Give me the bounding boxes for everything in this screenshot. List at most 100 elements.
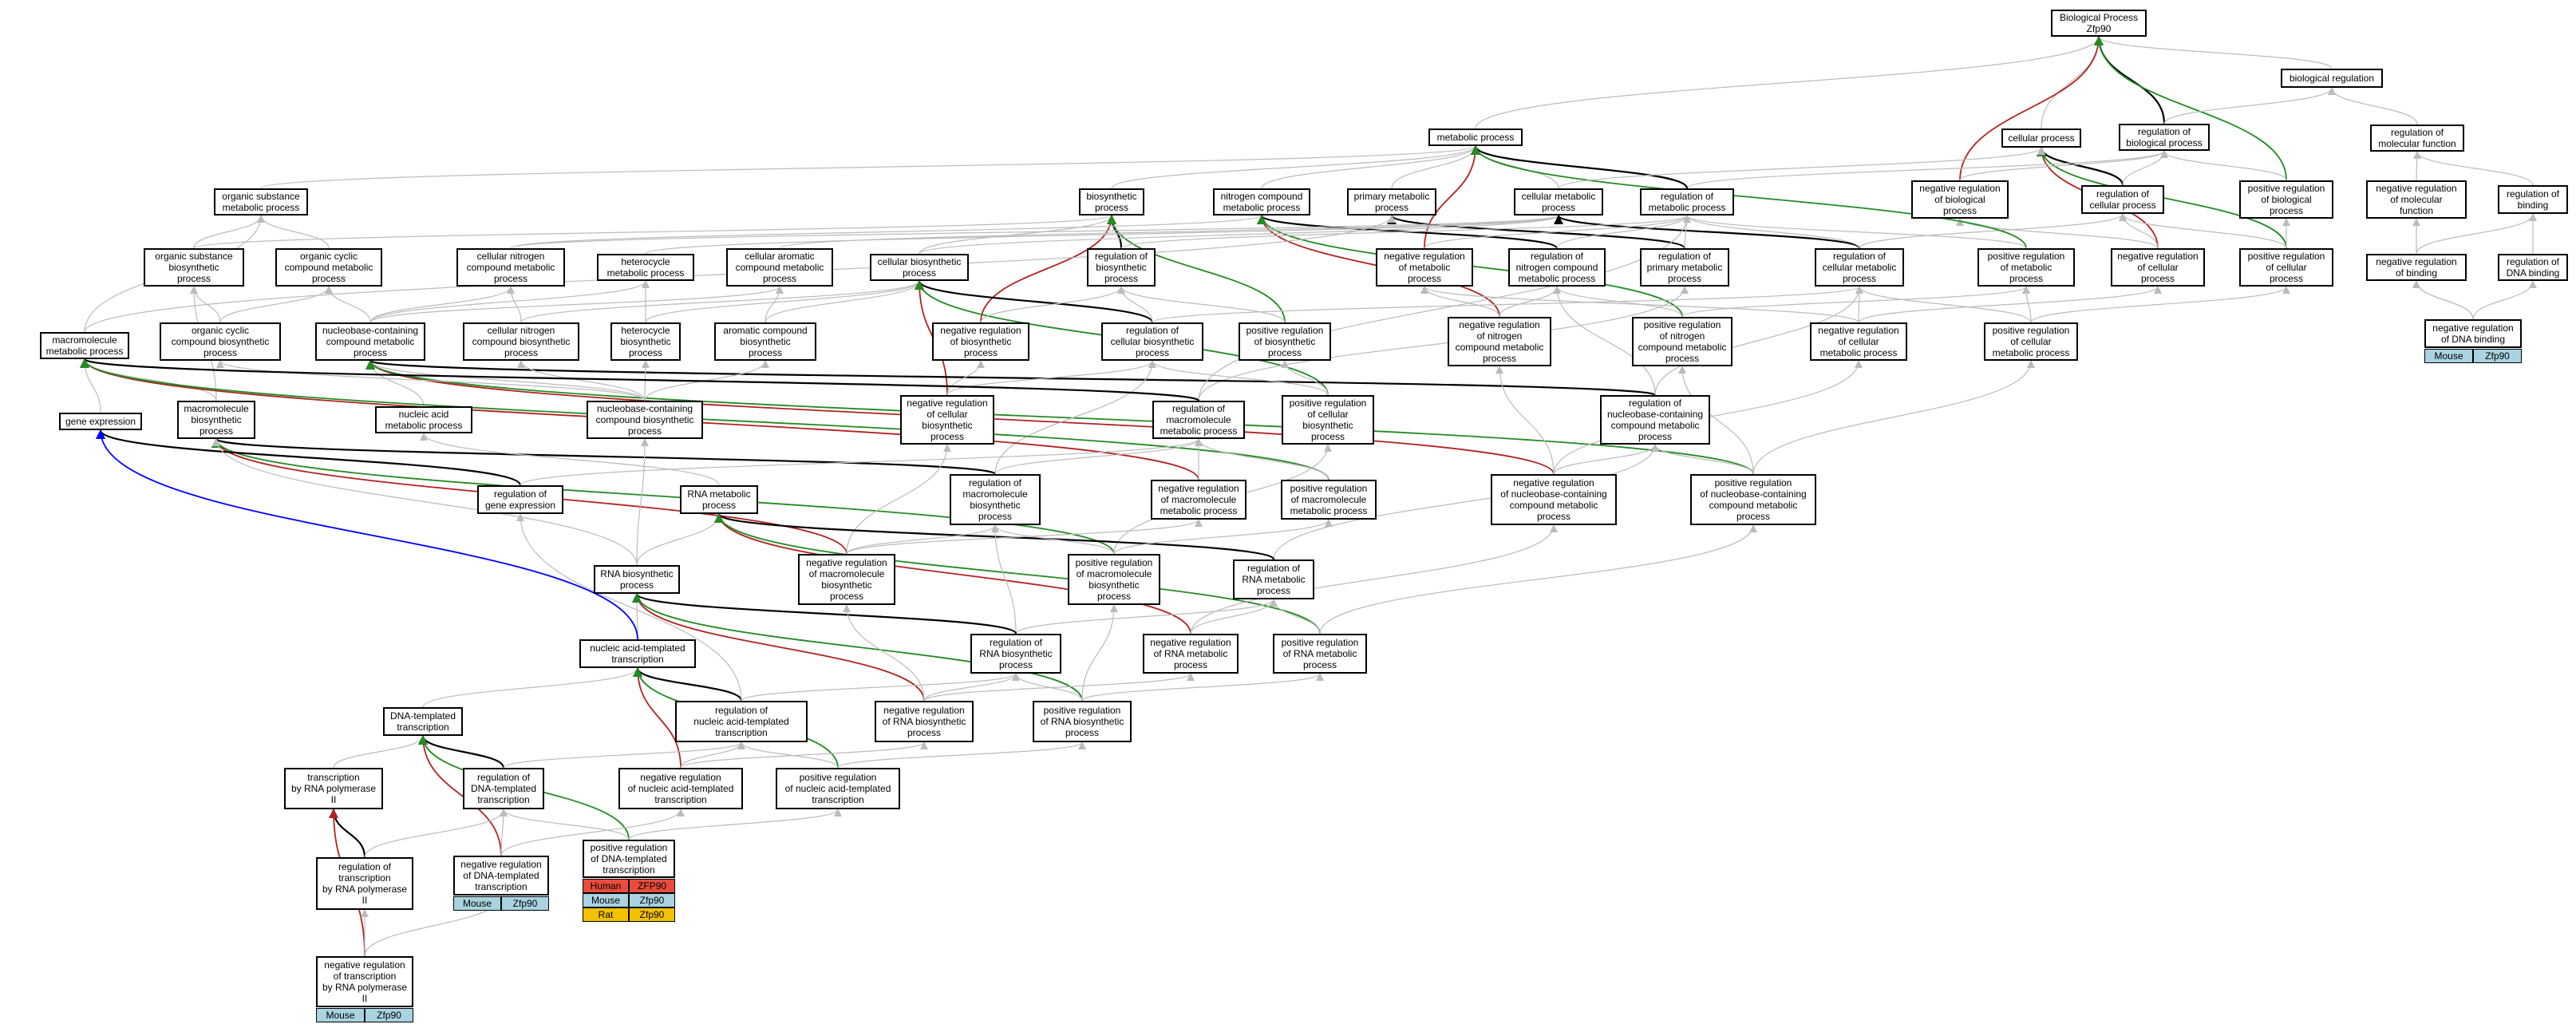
edge-negregdnatx-to-dnatx — [418, 735, 502, 856]
node-label: negative regulation of biological proces… — [1919, 183, 2001, 216]
node-root[interactable]: Biological Process Zfp90 — [2051, 10, 2147, 37]
node-macromolecule-biosynthetic-process[interactable]: macromolecule biosynthetic process — [177, 401, 255, 439]
node-regulation-of-dna-templated-transcription[interactable]: regulation of DNA-templated transcriptio… — [463, 768, 544, 809]
node-heterocycle-metabolic-process[interactable]: heterocycle metabolic process — [597, 254, 694, 281]
node-negative-regulation-of-molecular-function[interactable]: negative regulation of molecular functio… — [2366, 180, 2467, 219]
node-negative-regulation-of-dna-binding[interactable]: negative regulation of DNA binding — [2424, 319, 2522, 348]
node-negative-regulation-of-macromolecule-metabolic-process[interactable]: negative regulation of macromolecule met… — [1151, 480, 1247, 520]
node-negative-regulation-of-cellular-biosynthetic-process[interactable]: negative regulation of cellular biosynth… — [900, 395, 994, 445]
node-cellular-nitrogen-compound-metabolic-process[interactable]: cellular nitrogen compound metabolic pro… — [456, 248, 565, 287]
node-regulation-of-metabolic-process[interactable]: regulation of metabolic process — [1640, 188, 1734, 215]
node-regulation-of-cellular-process[interactable]: regulation of cellular process — [2081, 185, 2164, 214]
node-negative-regulation-of-rna-metabolic-process[interactable]: negative regulation of RNA metabolic pro… — [1143, 634, 1239, 674]
node-nucleic-acid-metabolic-process[interactable]: nucleic acid metabolic process — [375, 406, 472, 433]
node-organic-substance-biosynthetic-process[interactable]: organic substance biosynthetic process — [144, 248, 244, 287]
node-negative-regulation-of-biological-process[interactable]: negative regulation of biological proces… — [1911, 180, 2009, 219]
node-positive-regulation-of-dna-templated-transcription[interactable]: positive regulation of DNA-templated tra… — [583, 840, 675, 878]
node-primary-metabolic-process[interactable]: primary metabolic process — [1347, 188, 1436, 215]
edge-regmacrobio-to-macrobio — [211, 437, 997, 476]
node-biosynthetic-process[interactable]: biosynthetic process — [1079, 188, 1144, 215]
edge-regnuctx-to-regrnabio — [741, 673, 1020, 702]
species-cell: Mouse — [583, 893, 629, 907]
node-organic-cyclic-compound-metabolic-process[interactable]: organic cyclic compound metabolic proces… — [275, 248, 382, 287]
edge-regnuc-to-regcellmet — [1654, 286, 1863, 396]
node-nitrogen-compound-metabolic-process[interactable]: nitrogen compound metabolic process — [1213, 188, 1310, 215]
edge-negregmolfn-to-regmolfn — [2412, 151, 2421, 181]
species-cell: Mouse — [2424, 349, 2473, 363]
node-positive-regulation-of-rna-biosynthetic-process[interactable]: positive regulation of RNA biosynthetic … — [1033, 701, 1132, 742]
node-macromolecule-metabolic-process[interactable]: macromolecule metabolic process — [40, 332, 129, 359]
node-regulation-of-primary-metabolic-process[interactable]: regulation of primary metabolic process — [1640, 248, 1729, 287]
node-negative-regulation-of-biosynthetic-process[interactable]: negative regulation of biosynthetic proc… — [932, 322, 1029, 361]
node-dna-templated-transcription[interactable]: DNA-templated transcription — [383, 707, 463, 736]
node-negative-regulation-of-nitrogen-compound-metabolic-process[interactable]: negative regulation of nitrogen compound… — [1448, 317, 1551, 366]
node-positive-regulation-of-macromolecule-metabolic-process[interactable]: positive regulation of macromolecule met… — [1281, 480, 1377, 520]
node-positive-regulation-of-biological-process[interactable]: positive regulation of biological proces… — [2239, 180, 2333, 219]
node-regulation-of-biological-process[interactable]: regulation of biological process — [2119, 124, 2210, 151]
edge-posregrnabio-to-posregrnamet — [1081, 673, 1324, 702]
node-nucleic-acid-templated-transcription[interactable]: nucleic acid-templated transcription — [579, 639, 696, 668]
edge-arombio-to-cellbiosyn — [765, 280, 923, 323]
node-regulation-of-nucleic-acid-templated-transcription[interactable]: regulation of nucleic acid-templated tra… — [675, 701, 808, 742]
node-positive-regulation-of-cellular-process[interactable]: positive regulation of cellular process — [2239, 248, 2333, 287]
edge-hetbio-to-cellbiosyn — [645, 280, 923, 323]
node-regulation-of-dna-binding[interactable]: regulation of DNA binding — [2498, 254, 2568, 281]
node-regulation-of-rna-biosynthetic-process[interactable]: regulation of RNA biosynthetic process — [970, 634, 1061, 674]
node-positive-regulation-of-macromolecule-biosynthetic-process[interactable]: positive regulation of macromolecule bio… — [1068, 554, 1160, 605]
node-cellular-metabolic-process[interactable]: cellular metabolic process — [1514, 188, 1603, 215]
node-regulation-of-gene-expression[interactable]: regulation of gene expression — [477, 485, 563, 514]
node-nucleobase-containing-compound-metabolic-process[interactable]: nucleobase-containing compound metabolic… — [315, 322, 425, 361]
node-negative-regulation-of-cellular-process[interactable]: negative regulation of cellular process — [2111, 248, 2205, 287]
node-organic-substance-metabolic-process[interactable]: organic substance metabolic process — [214, 188, 308, 215]
node-negative-regulation-of-cellular-metabolic-process[interactable]: negative regulation of cellular metaboli… — [1810, 322, 1907, 361]
edge-posregrnamet-to-regrnamet — [1270, 599, 1321, 635]
node-label: regulation of nucleobase-containing comp… — [1606, 397, 1704, 442]
node-regulation-of-transcription-by-rna-polymerase-ii[interactable]: regulation of transcription by RNA polym… — [316, 857, 413, 910]
node-regulation-of-molecular-function[interactable]: regulation of molecular function — [2370, 125, 2464, 152]
node-label: negative regulation of cellular process — [2117, 251, 2199, 284]
node-positive-regulation-of-nucleobase-containing-compound-metabolic-process[interactable]: positive regulation of nucleobase-contai… — [1690, 474, 1816, 525]
node-regulation-of-nitrogen-compound-metabolic-process[interactable]: regulation of nitrogen compound metaboli… — [1508, 248, 1606, 287]
node-positive-regulation-of-biosynthetic-process[interactable]: positive regulation of biosynthetic proc… — [1239, 322, 1331, 361]
node-gene-expression[interactable]: gene expression — [59, 413, 142, 430]
node-transcription-by-rna-polymerase-ii[interactable]: transcription by RNA polymerase II — [284, 768, 383, 809]
edge-cellnit-to-nitrog — [510, 215, 1266, 249]
node-regulation-of-binding[interactable]: regulation of binding — [2498, 185, 2568, 214]
node-negative-regulation-of-transcription-by-rna-polymerase-ii[interactable]: negative regulation of transcription by … — [316, 956, 413, 1007]
node-cellular-aromatic-compound-metabolic-process[interactable]: cellular aromatic compound metabolic pro… — [726, 248, 833, 287]
node-cellular-process[interactable]: cellular process — [2001, 129, 2081, 148]
node-positive-regulation-of-rna-metabolic-process[interactable]: positive regulation of RNA metabolic pro… — [1273, 634, 1367, 674]
node-rna-biosynthetic-process[interactable]: RNA biosynthetic process — [594, 565, 680, 594]
node-organic-cyclic-compound-biosynthetic-process[interactable]: organic cyclic compound biosynthetic pro… — [160, 322, 281, 361]
node-regulation-of-macromolecule-biosynthetic-process[interactable]: regulation of macromolecule biosynthetic… — [950, 474, 1041, 525]
node-negative-regulation-of-nucleobase-containing-compound-metabolic-process[interactable]: negative regulation of nucleobase-contai… — [1491, 474, 1617, 525]
node-regulation-of-rna-metabolic-process[interactable]: regulation of RNA metabolic process — [1233, 559, 1314, 599]
node-negative-regulation-of-metabolic-process[interactable]: negative regulation of metabolic process — [1376, 248, 1473, 287]
node-regulation-of-macromolecule-metabolic-process[interactable]: regulation of macromolecule metabolic pr… — [1152, 401, 1245, 439]
node-cellular-nitrogen-compound-biosynthetic-process[interactable]: cellular nitrogen compound biosynthetic … — [463, 322, 579, 361]
edge-posregnuc-to-posregcellmet — [1752, 360, 2035, 475]
node-negative-regulation-of-dna-templated-transcription[interactable]: negative regulation of DNA-templated tra… — [453, 856, 549, 896]
node-rna-metabolic-process[interactable]: RNA metabolic process — [680, 485, 758, 514]
node-positive-regulation-of-cellular-metabolic-process[interactable]: positive regulation of cellular metaboli… — [1984, 322, 2078, 361]
node-negative-regulation-of-rna-biosynthetic-process[interactable]: negative regulation of RNA biosynthetic … — [875, 701, 974, 742]
node-metabolic-process[interactable]: metabolic process — [1428, 129, 1523, 146]
node-aromatic-compound-biosynthetic-process[interactable]: aromatic compound biosynthetic process — [714, 322, 816, 361]
node-negative-regulation-of-nucleic-acid-templated-transcription[interactable]: negative regulation of nucleic acid-temp… — [618, 768, 743, 809]
node-heterocycle-biosynthetic-process[interactable]: heterocycle biosynthetic process — [610, 322, 681, 361]
edge-negregdnatx-to-regdnatx — [499, 809, 508, 856]
node-negative-regulation-of-macromolecule-biosynthetic-process[interactable]: negative regulation of macromolecule bio… — [798, 554, 895, 605]
node-positive-regulation-of-metabolic-process[interactable]: positive regulation of metabolic process — [1977, 248, 2075, 287]
node-cellular-biosynthetic-process[interactable]: cellular biosynthetic process — [870, 254, 969, 281]
node-negative-regulation-of-binding[interactable]: negative regulation of binding — [2366, 254, 2467, 281]
edge-regtxpol2-to-regdnatx — [364, 809, 508, 858]
node-regulation-of-cellular-biosynthetic-process[interactable]: regulation of cellular biosynthetic proc… — [1101, 322, 1203, 361]
node-regulation-of-biosynthetic-process[interactable]: regulation of biosynthetic process — [1087, 248, 1156, 287]
node-positive-regulation-of-nucleic-acid-templated-transcription[interactable]: positive regulation of nucleic acid-temp… — [776, 768, 900, 809]
node-regulation-of-nucleobase-containing-compound-metabolic-process[interactable]: regulation of nucleobase-containing comp… — [1600, 395, 1710, 445]
node-nucleobase-containing-compound-biosynthetic-process[interactable]: nucleobase-containing compound biosynthe… — [587, 401, 703, 439]
node-regulation-of-cellular-metabolic-process[interactable]: regulation of cellular metabolic process — [1815, 248, 1904, 287]
node-biological-regulation[interactable]: biological regulation — [2281, 69, 2383, 88]
node-positive-regulation-of-nitrogen-compound-metabolic-process[interactable]: positive regulation of nitrogen compound… — [1632, 317, 1732, 366]
node-positive-regulation-of-cellular-biosynthetic-process[interactable]: positive regulation of cellular biosynth… — [1282, 395, 1374, 445]
